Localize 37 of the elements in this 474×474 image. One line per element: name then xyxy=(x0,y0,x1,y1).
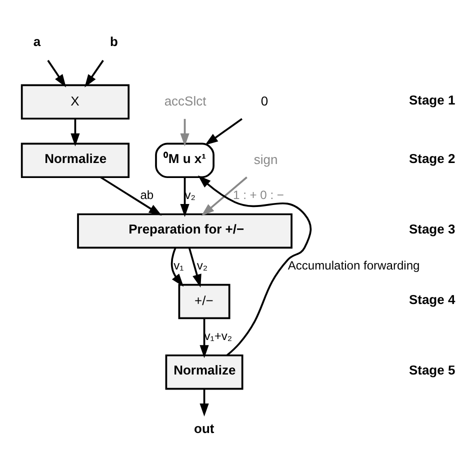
arrow xyxy=(188,248,202,288)
label: Stage 4 xyxy=(408,292,456,308)
label: Stage 1 xyxy=(408,92,456,108)
edge-label: ab xyxy=(140,188,154,202)
node-text: a xyxy=(33,34,41,49)
label: Stage 3 xyxy=(408,221,456,236)
node-text: b xyxy=(110,34,118,49)
arrow xyxy=(180,177,190,217)
arrow xyxy=(180,118,190,146)
node-text: sign xyxy=(254,152,278,167)
edge-label: v₂ xyxy=(184,188,196,202)
node-box: Preparation for +/− xyxy=(77,213,292,249)
edge-label: v₁ xyxy=(174,258,184,272)
node-box: +/− xyxy=(178,284,230,320)
node-box: Normalize xyxy=(20,142,130,178)
arrow xyxy=(70,118,80,146)
arrow xyxy=(204,118,242,146)
arrow xyxy=(201,176,248,216)
node-text: accSlct xyxy=(164,93,206,108)
node-text: 0 xyxy=(260,93,268,108)
node-text: out xyxy=(194,421,214,436)
arrow xyxy=(47,60,66,88)
arrow xyxy=(84,60,104,88)
edge-label: Accumulation forwarding xyxy=(288,258,420,272)
arrow xyxy=(170,247,184,287)
arrow xyxy=(100,176,162,216)
node-box: ⁰M u x¹ xyxy=(155,142,214,178)
label: Stage 5 xyxy=(408,362,456,378)
edge-label: 1 : + 0 : − xyxy=(233,188,284,202)
arrow xyxy=(200,318,209,358)
label: Stage 2 xyxy=(408,150,456,166)
edge-label: v₂ xyxy=(196,258,208,272)
edge-label: v₁+v₂ xyxy=(204,328,232,343)
node-box: Normalize xyxy=(165,354,244,390)
node-box: X xyxy=(20,84,130,120)
arrow xyxy=(200,389,209,417)
arrow xyxy=(198,175,312,356)
